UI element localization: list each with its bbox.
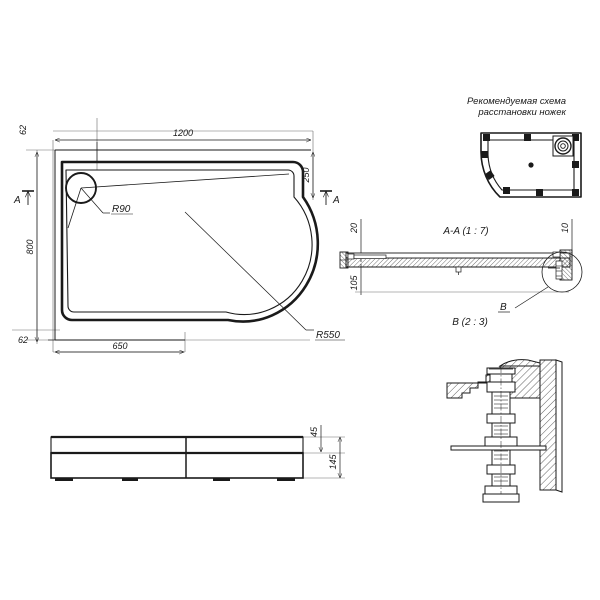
dim-label-105: 105 [349, 275, 359, 291]
front-elevation-group: 45 145 [50, 425, 345, 481]
section-right-end [548, 249, 573, 281]
detail-b-adjuster-bar [450, 445, 547, 451]
front-witness-lines [300, 436, 345, 479]
dim-label-650: 650 [112, 341, 127, 351]
leg-marker [572, 161, 579, 168]
leg-marker [572, 134, 579, 141]
dim-1200: 1200 [55, 128, 311, 140]
label-r550: R550 [316, 330, 340, 341]
front-rim-band [50, 436, 304, 454]
detail-b-base-foot [482, 493, 520, 503]
dim-145: 145 [328, 437, 340, 478]
front-foot [213, 478, 230, 481]
leg-scheme-group: Рекомендуемая схема расстановки ножек [467, 96, 582, 198]
tray-outer-shell [60, 160, 320, 323]
dim-label-45: 45 [309, 426, 319, 437]
plan-outer-outline [54, 149, 311, 341]
detail-b-apron-panel [539, 359, 557, 491]
front-foot [277, 478, 295, 481]
leg-marker [536, 189, 543, 196]
detail-b-slab-crown [498, 359, 541, 367]
front-foot [122, 478, 138, 481]
leg-marker [572, 189, 579, 196]
tray-inner-basin [65, 169, 313, 316]
leader-r90: R90 [80, 187, 133, 215]
leg-marker [524, 134, 531, 141]
dim-label-62-top: 62 [18, 125, 28, 135]
dim-650: 650 [55, 341, 184, 352]
front-feet [55, 478, 295, 481]
leg-marker [483, 134, 490, 141]
detail-b-callout: B [498, 251, 583, 313]
dim-label-145: 145 [328, 454, 338, 470]
dim-45: 45 [309, 425, 321, 452]
front-foot [55, 478, 73, 481]
dim-label-62-bottom: 62 [18, 335, 28, 345]
leg-marker [481, 151, 488, 158]
drain-circle [65, 172, 97, 204]
leg-marker [484, 170, 495, 180]
tray-slope-lines [67, 173, 290, 229]
plan-view-group: 1200 800 62 62 250 [12, 118, 345, 352]
leg-scheme-center-point [528, 162, 534, 168]
dim-label-250: 250 [301, 167, 311, 183]
dim-800: 800 [25, 152, 37, 342]
section-aa-group: A-A (1 : 7) 20 10 105 [339, 219, 583, 328]
dim-250: 250 [301, 152, 313, 198]
section-slab-body [345, 257, 571, 268]
detail-b-callout-label: B [500, 302, 507, 313]
dim-label-10: 10 [560, 223, 570, 233]
leg-scheme-title-line1: Рекомендуемая схема [467, 96, 566, 107]
label-r90: R90 [112, 204, 131, 215]
leg-scheme-title-line2: расстановки ножек [477, 107, 566, 118]
dim-label-800: 800 [25, 239, 35, 254]
dim-105: 105 [349, 264, 569, 295]
leader-r550: R550 [184, 211, 345, 341]
detail-b-title: B (2 : 3) [452, 317, 488, 328]
section-aa-title: A-A (1 : 7) [442, 226, 488, 237]
dim-label-20: 20 [349, 223, 359, 234]
leg-scheme-drain-fitting [552, 135, 574, 157]
leg-markers [481, 134, 579, 196]
section-label-a-right: A [332, 195, 340, 206]
detail-b-group [446, 359, 563, 503]
section-mark-a-left: A [13, 190, 34, 206]
section-label-a-left: A [13, 195, 21, 206]
leg-marker [503, 187, 510, 194]
section-left-end [339, 251, 387, 269]
dim-62-top: 62 [18, 125, 98, 162]
section-mark-a-right: A [320, 190, 340, 206]
section-center-leg [455, 266, 462, 275]
dim-label-1200: 1200 [173, 128, 193, 138]
detail-b-apron-edge [555, 359, 563, 493]
front-panel-body [50, 452, 304, 479]
